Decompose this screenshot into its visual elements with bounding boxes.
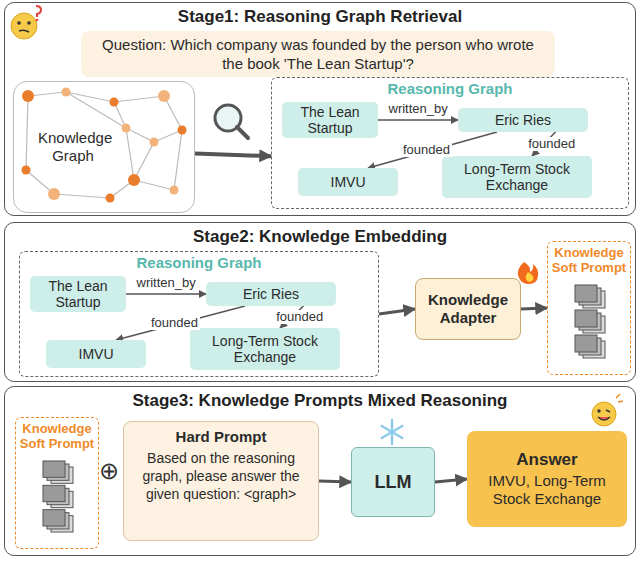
node-text: Question: Which company was founded by t…: [91, 35, 545, 73]
node-text: The Lean Startup: [36, 278, 120, 310]
heading-text: Answer: [516, 451, 577, 469]
entity-box: IMVU: [46, 340, 146, 368]
soft-prompt-icon: [549, 281, 629, 366]
connector-arrow: [195, 154, 271, 157]
edge-label: founded: [401, 143, 452, 157]
adapter-box: Knowledge Adapter: [415, 278, 521, 340]
edge-label: written_by: [387, 102, 450, 116]
hard-prompt-box: Hard PromptBased on the reasoning graph,…: [123, 421, 319, 541]
llm-box: LLM: [351, 447, 435, 517]
entity-box: Long-Term Stock Exchange: [442, 156, 592, 198]
node-text: Stage2: Knowledge Embedding: [5, 223, 635, 247]
connector-arrow: [126, 293, 206, 295]
connector-arrow: [319, 481, 351, 482]
node-text: IMVU: [331, 174, 366, 190]
soft-prompt-icon: [17, 457, 97, 540]
stage-panel: Stage3: Knowledge Prompts Mixed Reasonin…: [4, 386, 636, 556]
entity-box: Eric Ries: [458, 108, 588, 132]
fire-icon: [518, 262, 538, 284]
concat-symbol: ⊕: [99, 459, 119, 483]
smiley-emoji: [592, 394, 623, 426]
node-text: Eric Ries: [495, 112, 551, 128]
node-text: IMVU, Long-Term Stock Exchange: [473, 472, 621, 508]
node-text: LLM: [375, 472, 412, 493]
edge-label: founded: [274, 310, 325, 324]
node-text: Stage3: Knowledge Prompts Mixed Reasonin…: [5, 387, 635, 411]
connector-arrow: [521, 308, 547, 309]
entity-box: The Lean Startup: [282, 102, 378, 138]
connector-arrow: [379, 309, 415, 314]
edge-label: founded: [526, 137, 577, 151]
soft-prompt-box: Knowledge Soft Prompt: [547, 241, 631, 375]
node-text: Knowledge Soft Prompt: [548, 242, 630, 275]
entity-box: The Lean Startup: [30, 276, 126, 312]
entity-box: IMVU: [298, 168, 398, 196]
node-text: Long-Term Stock Exchange: [448, 161, 586, 193]
thinking-emoji: [11, 6, 41, 39]
connector-arrow: [435, 479, 467, 482]
node-text: Stage1: Reasoning Graph Retrieval: [5, 3, 635, 27]
knowledge-graph: Knowledge Graph: [13, 81, 195, 213]
edge-label: founded: [149, 316, 200, 330]
question-box: Question: Which company was founded by t…: [81, 31, 555, 77]
node-text: The Lean Startup: [288, 104, 372, 136]
answer-box: AnswerIMVU, Long-Term Stock Exchange: [467, 431, 627, 527]
stage-panel: Stage2: Knowledge EmbeddingReasoning Gra…: [4, 222, 636, 382]
node-text: IMVU: [79, 346, 114, 362]
node-text: Knowledge Graph: [36, 128, 110, 166]
soft-prompt-box: Knowledge Soft Prompt: [15, 417, 99, 549]
edge-label: written_by: [135, 276, 198, 290]
node-text: Knowledge Adapter: [420, 291, 516, 327]
entity-box: Eric Ries: [206, 282, 336, 306]
heading-text: Hard Prompt: [132, 428, 310, 446]
magnifier-icon: [215, 105, 248, 138]
entity-box: Long-Term Stock Exchange: [190, 328, 340, 370]
node-text: Knowledge Soft Prompt: [16, 418, 98, 451]
snowflake-icon: [382, 420, 403, 444]
node-text: Long-Term Stock Exchange: [196, 333, 334, 365]
node-text: Based on the reasoning graph, please ans…: [132, 449, 310, 503]
node-text: Reasoning Graph: [20, 252, 378, 271]
stage-panel: Stage1: Reasoning Graph RetrievalQuestio…: [4, 2, 636, 216]
node-text: Eric Ries: [243, 286, 299, 302]
connector-arrow: [378, 119, 458, 121]
node-text: Reasoning Graph: [272, 78, 628, 97]
